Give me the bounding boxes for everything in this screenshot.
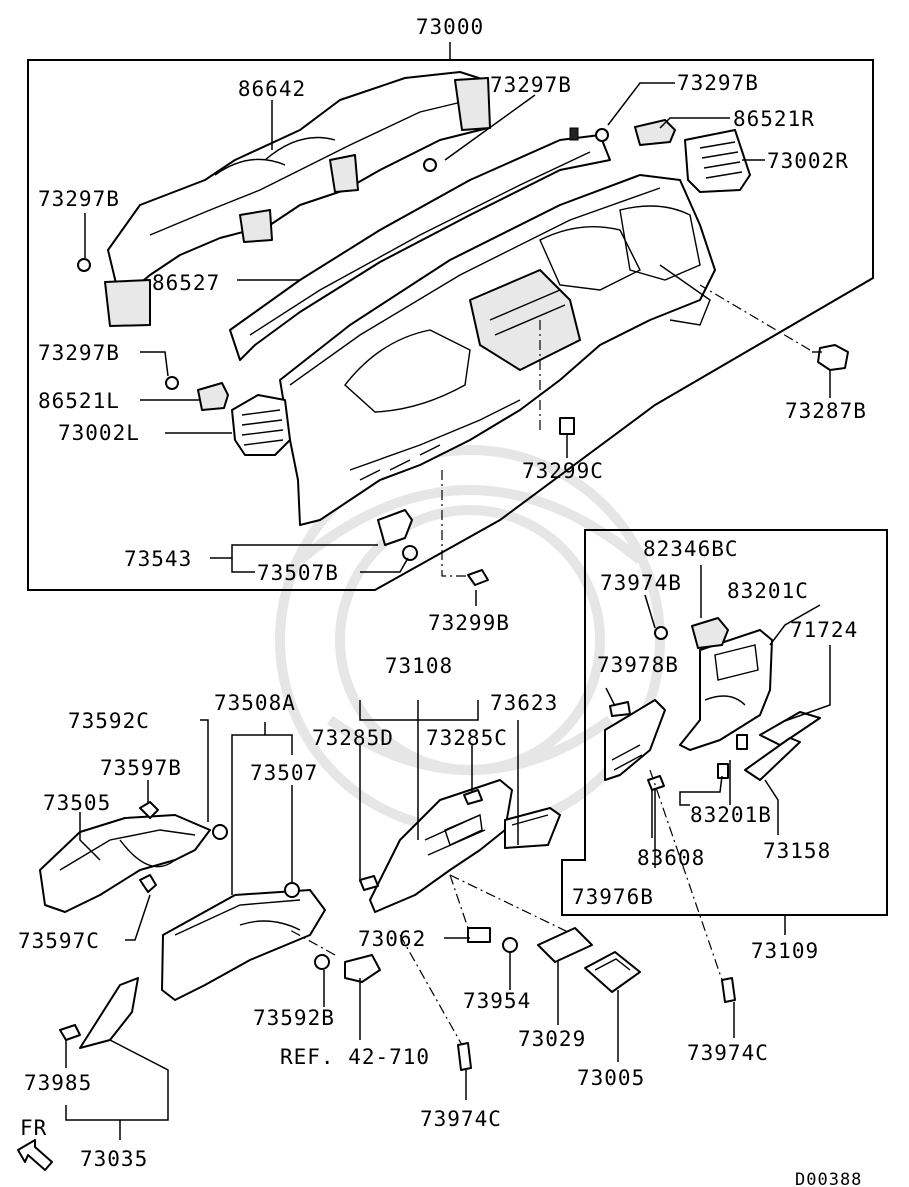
leader-lines [65, 82, 831, 1140]
group-frame-73109 [561, 529, 888, 916]
drawing-code: D00388 [795, 1170, 862, 1187]
label-82346BC: 82346BC [643, 537, 739, 561]
vent-73002L [231, 394, 291, 456]
direction-label: FR [20, 1116, 47, 1140]
label-73062: 73062 [358, 927, 426, 951]
label-86527: 86527 [152, 271, 220, 295]
label-73954: 73954 [463, 989, 531, 1013]
glovebox-73508A [161, 889, 326, 1001]
label-73974C-lower: 73974C [420, 1107, 502, 1131]
bumper-73507 [284, 882, 300, 898]
group-frame-73000 [27, 59, 874, 591]
label-73597C: 73597C [18, 929, 100, 953]
label-73109: 73109 [751, 939, 819, 963]
label-86642: 86642 [238, 77, 306, 101]
label-73592C: 73592C [68, 709, 150, 733]
label-73299B: 73299B [428, 611, 510, 635]
label-73005: 73005 [577, 1066, 645, 1090]
label-73002L: 73002L [58, 421, 140, 445]
clip-73543 [377, 509, 413, 546]
tray-73005 [584, 951, 641, 993]
label-73158: 73158 [763, 839, 831, 863]
label-73108: 73108 [385, 654, 453, 678]
label-73978B: 73978B [597, 653, 679, 677]
part-labels: 73000 86642 73297B 73297B 86521R 73002R … [18, 15, 867, 1187]
cover-73505 [39, 814, 211, 913]
label-73985: 73985 [24, 1071, 92, 1095]
vent-73002R [684, 129, 751, 193]
label-86521L: 86521L [38, 389, 120, 413]
front-arrow-icon [17, 1139, 53, 1171]
label-73507B: 73507B [257, 561, 339, 585]
clip-73299C [559, 417, 575, 435]
label-73299C: 73299C [522, 459, 604, 483]
part-ref-42-710 [344, 954, 381, 983]
screw-73592C [212, 824, 228, 840]
bracket-86521R [634, 119, 676, 146]
trim-73035 [59, 977, 139, 1049]
label-73000: 73000 [416, 15, 484, 39]
label-73592B: 73592B [253, 1006, 335, 1030]
screw-73974B [654, 626, 668, 640]
label-73285D: 73285D [312, 726, 394, 750]
clips-73597 [139, 801, 159, 893]
screw-73954 [502, 937, 518, 953]
label-73507: 73507 [250, 761, 318, 785]
label-73974C-right: 73974C [687, 1041, 769, 1065]
clip-73507B [402, 545, 418, 561]
label-73297B-right: 73297B [677, 71, 759, 95]
clips-83201 [717, 734, 748, 779]
trim-73158 [744, 737, 801, 781]
screws-73974C [457, 977, 736, 1071]
reference-label: REF. 42-710 [280, 1045, 430, 1069]
panel-73109 [604, 629, 773, 781]
label-73285C: 73285C [426, 726, 508, 750]
label-73029: 73029 [518, 1027, 586, 1051]
label-73297B-left-upper: 73297B [38, 187, 120, 211]
clip-73299B [467, 569, 489, 586]
label-73543: 73543 [124, 547, 192, 571]
dashboard-panel-73000 [279, 174, 716, 526]
duct-86642 [104, 71, 491, 327]
switch-82346BC [691, 617, 729, 649]
screws-73297B-left [77, 258, 179, 390]
bolt-73287B [812, 344, 849, 371]
label-73974B: 73974B [600, 571, 682, 595]
label-73508A: 73508A [214, 691, 296, 715]
label-83201C: 83201C [727, 579, 809, 603]
bracket-73029 [537, 927, 593, 963]
label-73505: 73505 [43, 791, 111, 815]
label-73623: 73623 [490, 691, 558, 715]
label-73976B: 73976B [572, 885, 654, 909]
label-73035: 73035 [80, 1147, 148, 1171]
bracket-86527 [229, 127, 611, 361]
bracket-86521L [197, 382, 229, 411]
label-71724: 71724 [790, 618, 858, 642]
label-83201B: 83201B [690, 803, 772, 827]
lens-73623 [504, 807, 561, 849]
screw-73297B-right [423, 128, 609, 172]
label-73287B: 73287B [785, 399, 867, 423]
label-73297B-center: 73297B [490, 73, 572, 97]
clip-73978B [609, 701, 631, 717]
label-86521R: 86521R [733, 107, 815, 131]
label-73597B: 73597B [100, 756, 182, 780]
clips-73285 [359, 789, 483, 891]
label-73002R: 73002R [767, 149, 849, 173]
screw-73592B [314, 954, 330, 970]
clip-83608 [647, 775, 665, 791]
label-73297B-left-lower: 73297B [38, 341, 120, 365]
lid-73108 [369, 779, 513, 913]
clip-73062 [467, 927, 491, 943]
label-83608: 83608 [637, 846, 705, 870]
